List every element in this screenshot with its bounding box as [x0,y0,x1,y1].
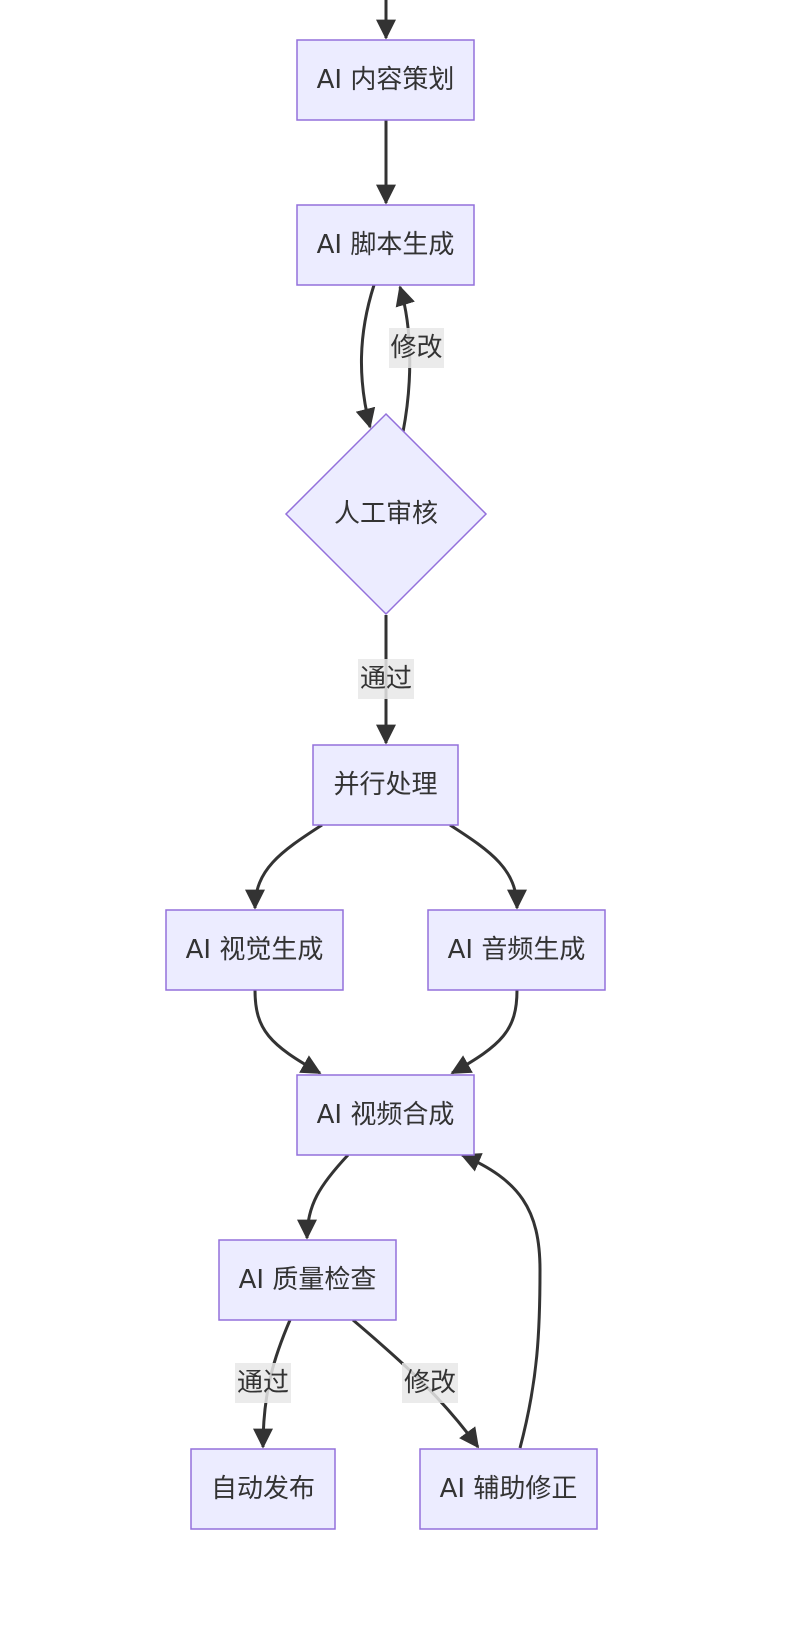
node-compose-label: AI 视频合成 [317,1100,455,1130]
node-review[interactable]: 人工审核 [284,412,488,616]
node-plan[interactable]: AI 内容策划 [296,39,475,121]
node-plan-label: AI 内容策划 [317,65,455,95]
node-parallel[interactable]: 并行处理 [312,744,459,826]
node-qc[interactable]: AI 质量检查 [218,1239,397,1321]
edge-parallel-to-audio [449,823,527,910]
edge-visual-to-compose [253,989,322,1075]
node-fix-label: AI 辅助修正 [440,1474,578,1504]
node-parallel-label: 并行处理 [333,770,437,800]
node-review-label: 人工审核 [334,499,438,529]
node-compose[interactable]: AI 视频合成 [296,1074,475,1156]
edge-label-qc-to-publish: 通过 [235,1363,291,1403]
edge-label-qc-to-fix: 修改 [402,1363,458,1403]
node-publish-label: 自动发布 [211,1474,315,1504]
node-publish[interactable]: 自动发布 [190,1448,336,1530]
edge-label-review-to-parallel: 通过 [358,659,414,699]
edge-labels: 修改 通过 通过 修改 [235,328,458,1403]
edge-parallel-to-visual [245,823,323,910]
edge-label-qc-to-fix-text: 修改 [404,1368,456,1398]
node-qc-label: AI 质量检查 [239,1265,377,1295]
edge-label-review-to-script: 修改 [389,328,444,368]
node-visual[interactable]: AI 视觉生成 [165,909,344,991]
node-script[interactable]: AI 脚本生成 [296,204,475,286]
node-audio[interactable]: AI 音频生成 [427,909,606,991]
node-fix[interactable]: AI 辅助修正 [419,1448,598,1530]
node-script-label: AI 脚本生成 [317,230,455,260]
node-visual-label: AI 视觉生成 [186,935,324,965]
nodes: AI 内容策划 AI 脚本生成 人工审核 并行处理 AI 视觉生成 AI 音频生… [165,39,606,1530]
edge-audio-to-compose [450,989,519,1075]
edge-label-review-to-script-text: 修改 [390,333,442,363]
node-audio-label: AI 音频生成 [448,935,586,965]
edge-script-to-review [355,284,376,429]
edge-fix-to-compose [460,1153,542,1449]
edge-label-review-to-parallel-text: 通过 [360,664,412,694]
edge-label-qc-to-publish-text: 通过 [237,1368,289,1398]
edge-compose-to-qc [297,1153,350,1240]
